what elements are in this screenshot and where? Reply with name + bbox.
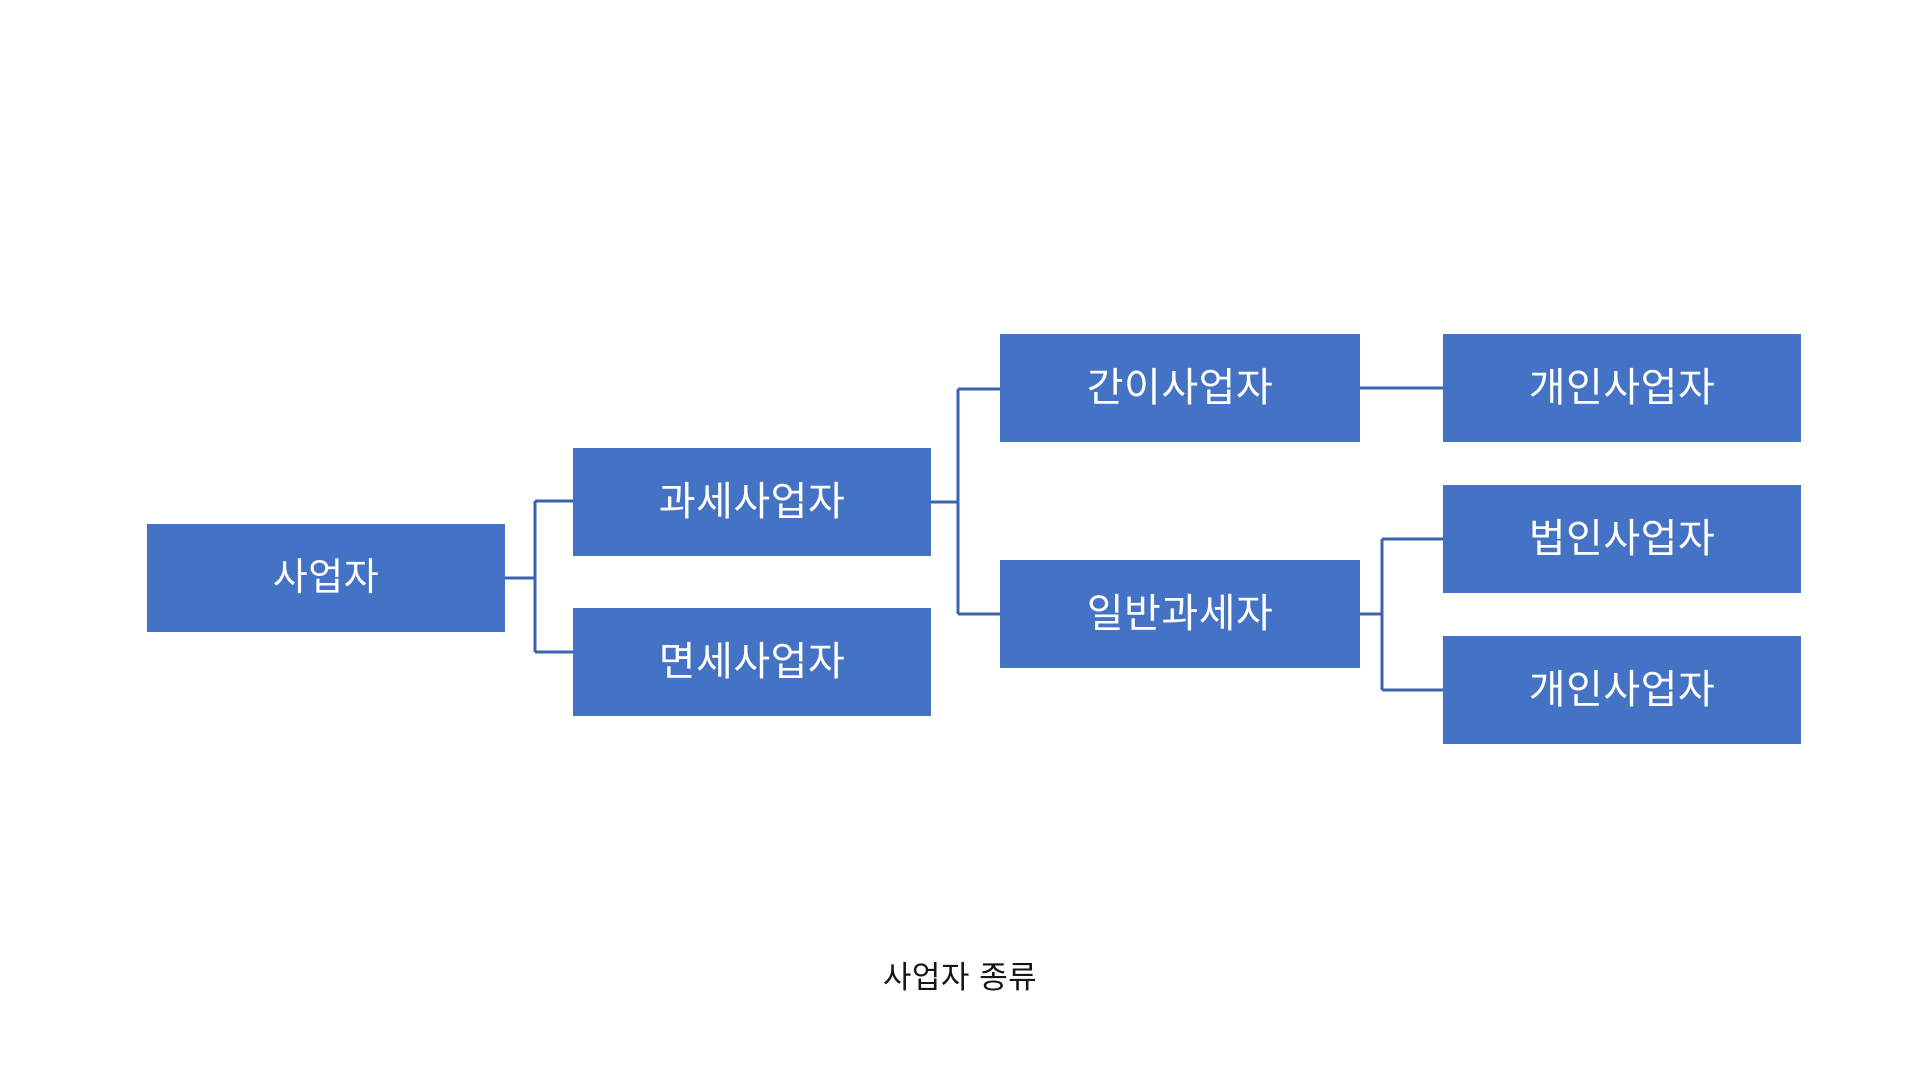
node-개인사업자-일반[interactable]: 개인사업자 xyxy=(1443,636,1801,744)
edge-taxable-to-simplified-general xyxy=(931,387,1000,616)
node-일반과세자[interactable]: 일반과세자 xyxy=(1000,560,1360,668)
node-label: 간이사업자 xyxy=(1086,366,1274,410)
node-label: 과세사업자 xyxy=(658,480,846,524)
node-간이사업자[interactable]: 간이사업자 xyxy=(1000,334,1360,442)
node-label: 개인사업자 xyxy=(1528,668,1716,712)
node-label: 일반과세자 xyxy=(1086,592,1274,636)
node-label: 면세사업자 xyxy=(658,640,846,684)
diagram-caption: 사업자 종류 xyxy=(882,960,1038,995)
node-개인사업자-간이[interactable]: 개인사업자 xyxy=(1443,334,1801,442)
node-법인사업자[interactable]: 법인사업자 xyxy=(1443,485,1801,593)
node-label: 법인사업자 xyxy=(1528,517,1716,561)
node-label: 사업자 xyxy=(272,557,380,599)
edge-root-to-taxable-exempt xyxy=(505,499,573,654)
node-사업자[interactable]: 사업자 xyxy=(147,524,505,632)
node-label: 개인사업자 xyxy=(1528,366,1716,410)
node-면세사업자[interactable]: 면세사업자 xyxy=(573,608,931,716)
node-과세사업자[interactable]: 과세사업자 xyxy=(573,448,931,556)
edge-general-to-corporate-sole2 xyxy=(1360,537,1443,692)
